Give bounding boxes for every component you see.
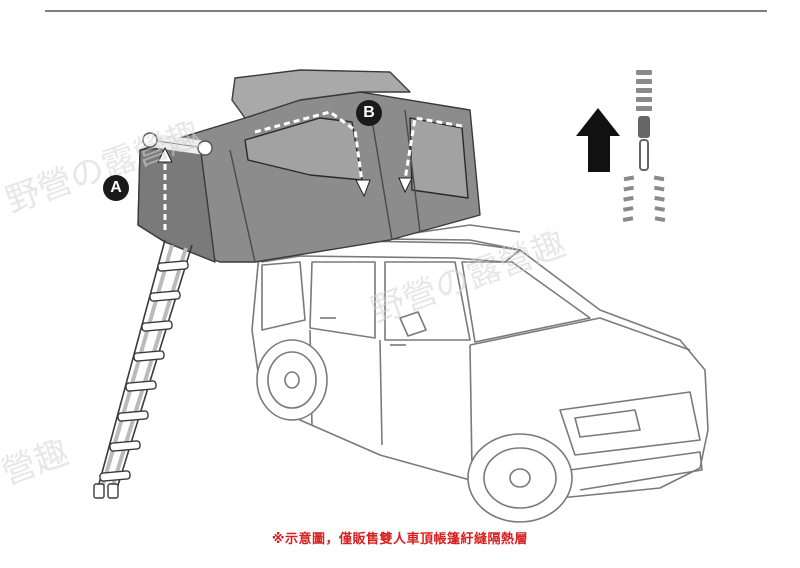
zipper-icon: [622, 70, 666, 222]
up-arrow-icon: [576, 108, 620, 172]
car: [251, 237, 709, 499]
ladder: [95, 239, 193, 496]
zipper-arrows: [163, 110, 463, 230]
label-a-badge: A: [103, 175, 129, 201]
label-b-badge: B: [356, 100, 382, 126]
ladder-rungs: [93, 260, 189, 499]
tent: [137, 69, 481, 263]
front-wheel: [467, 433, 573, 523]
caption: ※示意圖，僅販售雙人車頂帳篷紆縫隔熱層: [271, 532, 529, 547]
zipper-arrow-heads: [157, 146, 413, 198]
rear-wheel: [256, 339, 328, 421]
